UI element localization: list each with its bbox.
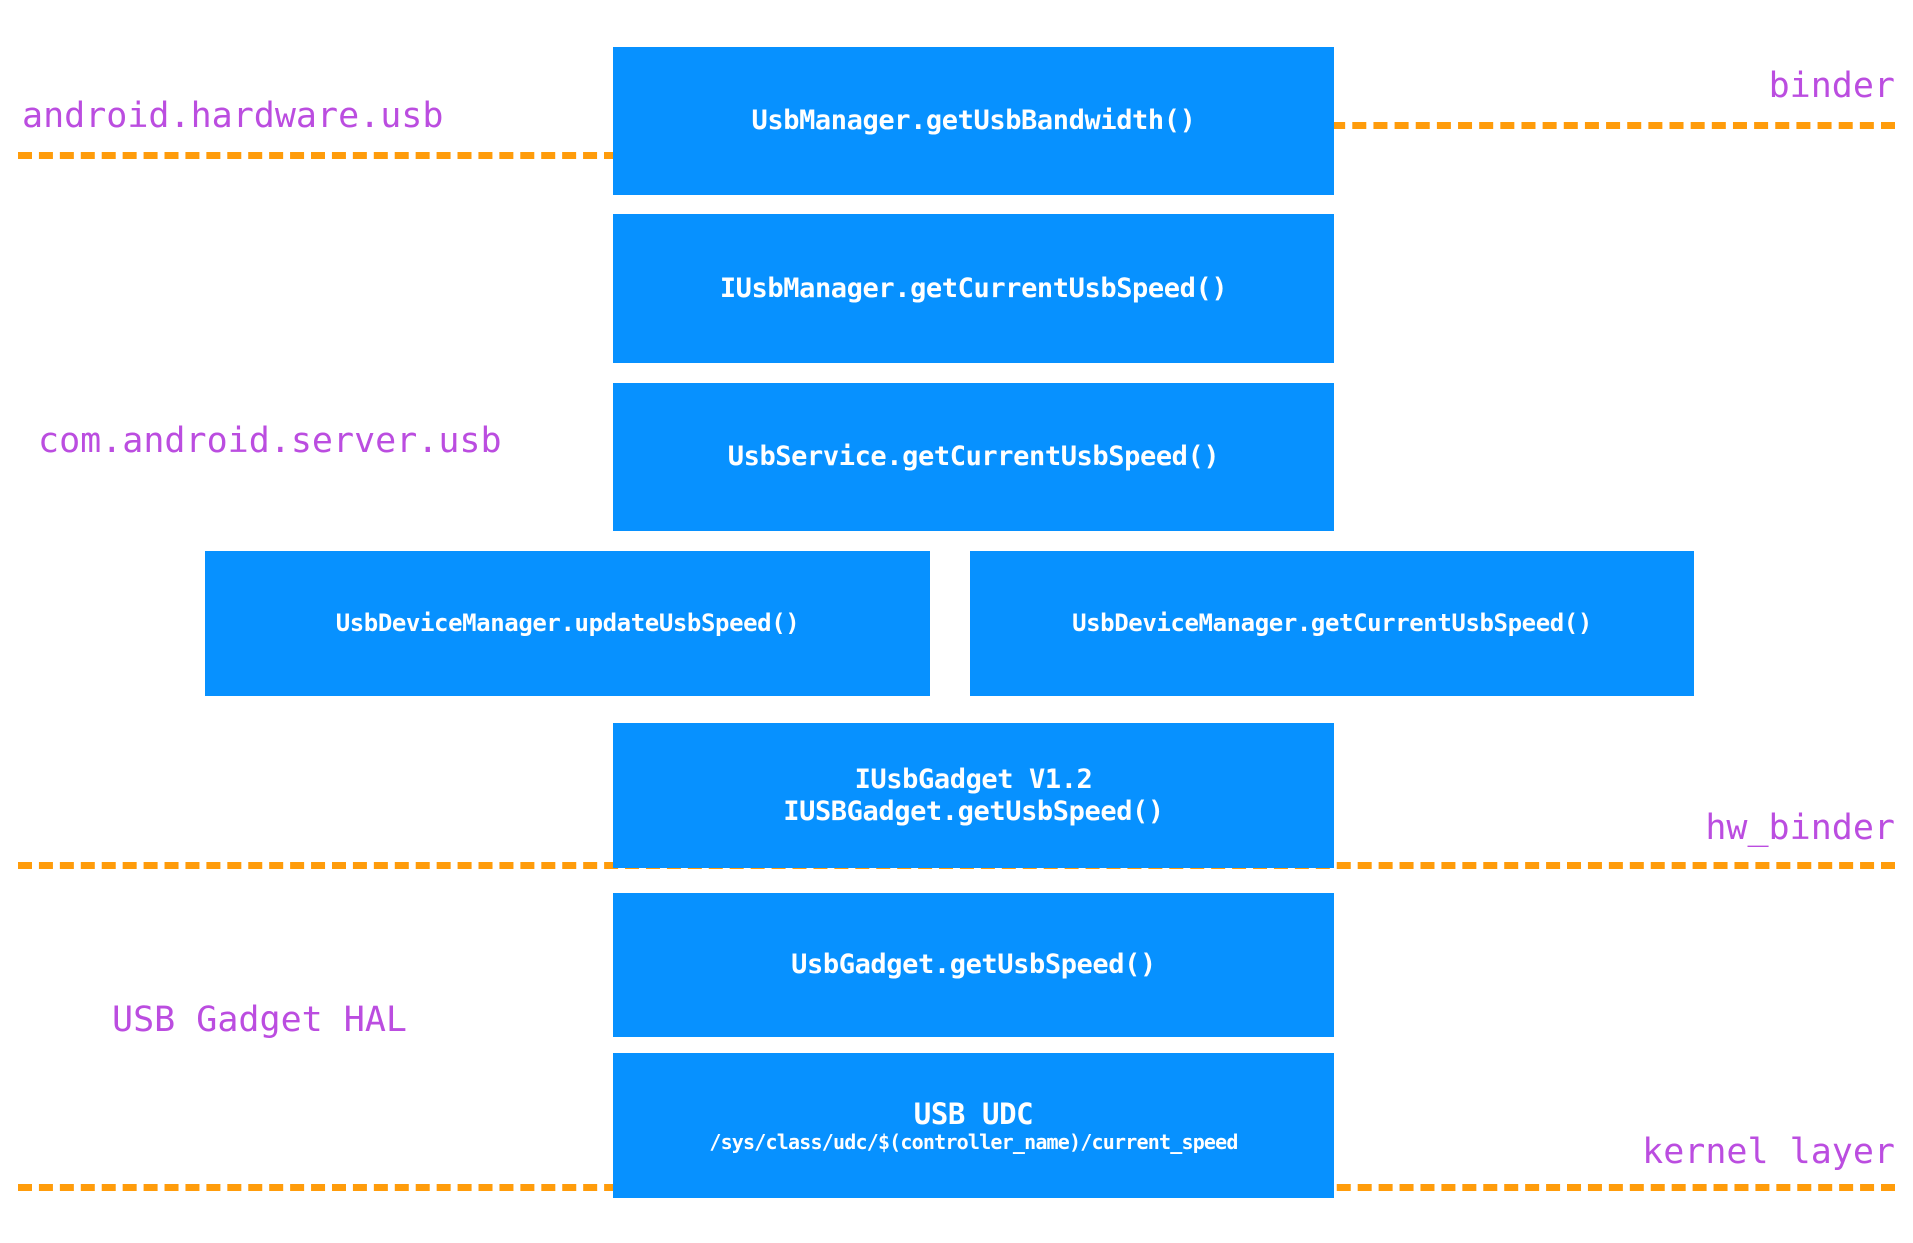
box-label-line-2: IUSBGadget.getUsbSpeed() — [783, 795, 1164, 827]
layer-label-com-android-server-usb: com.android.server.usb — [38, 421, 502, 461]
layer-label-android-hardware-usb: android.hardware.usb — [22, 96, 444, 136]
box-label-line-2: /sys/class/udc/$(controller_name)/curren… — [709, 1129, 1238, 1154]
box-usb-gadget-get-usb-speed[interactable]: UsbGadget.getUsbSpeed() — [613, 893, 1334, 1037]
layer-label-usb-gadget-hal: USB Gadget HAL — [112, 1000, 408, 1040]
box-usb-manager-get-usb-bandwidth[interactable]: UsbManager.getUsbBandwidth() — [613, 47, 1334, 195]
box-label: UsbGadget.getUsbSpeed() — [791, 949, 1156, 981]
layer-label-binder: binder — [1768, 66, 1895, 106]
divider-binder-left — [18, 152, 618, 159]
box-label: UsbService.getCurrentUsbSpeed() — [727, 441, 1220, 473]
box-label-line-1: USB UDC — [913, 1096, 1034, 1131]
box-label: UsbDeviceManager.getCurrentUsbSpeed() — [1072, 609, 1592, 638]
box-iusb-manager-get-current-usb-speed[interactable]: IUsbManager.getCurrentUsbSpeed() — [613, 214, 1334, 363]
box-label: IUsbManager.getCurrentUsbSpeed() — [719, 272, 1228, 304]
box-iusb-gadget[interactable]: IUsbGadget V1.2 IUSBGadget.getUsbSpeed() — [613, 723, 1334, 868]
box-usb-udc[interactable]: USB UDC /sys/class/udc/$(controller_name… — [613, 1053, 1334, 1198]
box-usb-device-manager-update-usb-speed[interactable]: UsbDeviceManager.updateUsbSpeed() — [205, 551, 930, 696]
box-usb-device-manager-get-current-usb-speed[interactable]: UsbDeviceManager.getCurrentUsbSpeed() — [970, 551, 1694, 696]
box-label: UsbManager.getUsbBandwidth() — [751, 105, 1196, 137]
layer-label-kernel-layer: kernel layer — [1642, 1132, 1895, 1172]
box-usb-service-get-current-usb-speed[interactable]: UsbService.getCurrentUsbSpeed() — [613, 383, 1334, 531]
layer-label-hw-binder: hw_binder — [1705, 808, 1895, 848]
box-label: UsbDeviceManager.updateUsbSpeed() — [335, 609, 800, 638]
divider-binder-right — [1310, 122, 1895, 129]
box-label-line-1: IUsbGadget V1.2 — [854, 763, 1093, 795]
